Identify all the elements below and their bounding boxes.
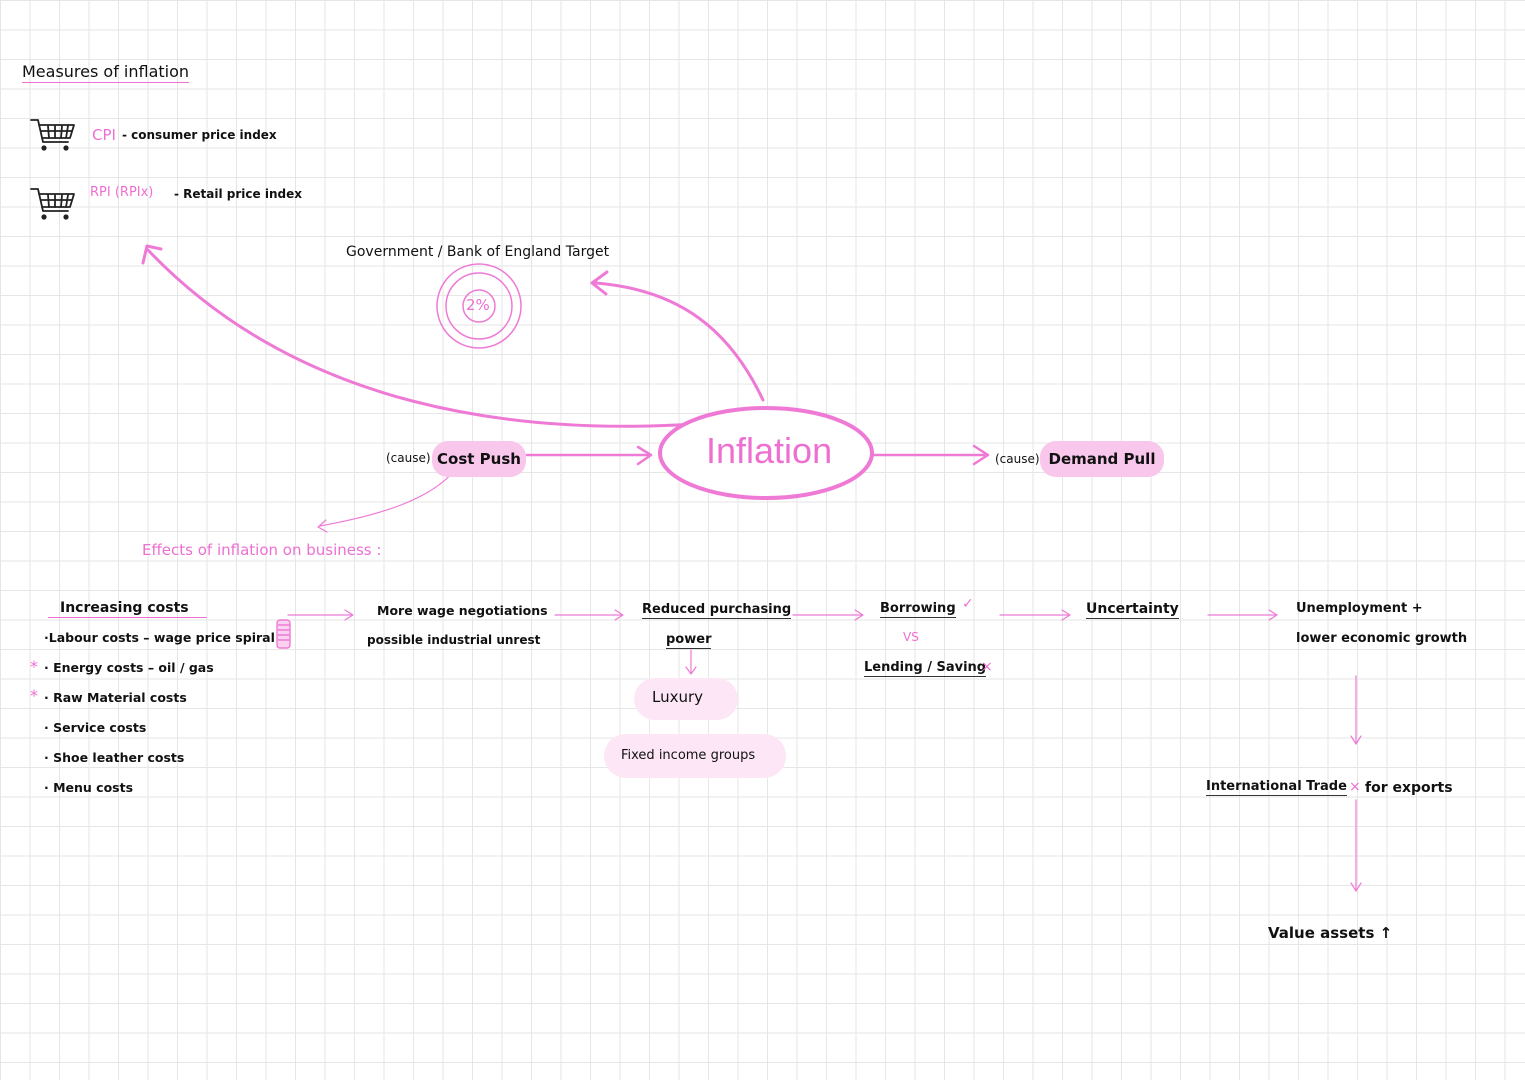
effects-title: Effects of inflation on business : [142, 541, 382, 559]
demand-pull-pill: Demand Pull [1040, 441, 1164, 477]
cost-item: ·Labour costs – wage price spiral [44, 630, 275, 645]
arrowhead-measures [141, 244, 163, 265]
arrow-costpush-effects [319, 469, 456, 527]
cross-icon: × [981, 659, 993, 675]
purchasing-line1: Reduced purchasing [642, 602, 792, 619]
check-icon: ✓ [962, 596, 974, 612]
fixed-income-highlight [604, 734, 786, 778]
cpi-abbr: CPI [92, 126, 116, 144]
rpi-desc: - Retail price index [174, 187, 302, 201]
cost-push-cause: (cause) [386, 451, 431, 465]
target-label: Government / Bank of England Target [346, 244, 610, 260]
borrowing-label: Borrowing [880, 601, 956, 618]
cost-item: · Menu costs [44, 780, 134, 795]
arrow-chain-5 [1207, 609, 1278, 621]
shopping-cart-icon [30, 188, 75, 220]
target-circles [436, 263, 522, 349]
arrow-chain-2 [554, 609, 624, 621]
inflation-ellipse [658, 406, 874, 500]
exports-label: for exports [1365, 780, 1453, 796]
wage-line2: possible industrial unrest [367, 633, 541, 647]
unemployment-line2: lower economic growth [1296, 631, 1468, 646]
rpi-abbr: RPI (RPIx) [90, 185, 154, 200]
arrowhead-demandpull [972, 444, 990, 466]
star-mark: * [30, 686, 38, 705]
fixed-income-label: Fixed income groups [621, 748, 756, 763]
star-mark: * [30, 657, 38, 676]
cost-item: · Raw Material costs [44, 690, 187, 705]
inflation-title: Inflation [706, 430, 833, 471]
cross-icon: × [1349, 779, 1361, 795]
vs-label: VS [903, 630, 919, 644]
arrow-power-luxury [685, 649, 697, 675]
target-value: 2% [466, 296, 490, 314]
arrow-unemployment-trade [1350, 675, 1362, 745]
cost-item: · Energy costs – oil / gas [44, 660, 214, 675]
shopping-cart-icon [30, 119, 75, 151]
increasing-costs-title: Increasing costs [48, 600, 207, 618]
demand-pull-cause: (cause) [995, 452, 1040, 466]
luxury-highlight [634, 678, 738, 720]
cpi-desc: - consumer price index [122, 128, 277, 142]
arrowhead-target [590, 270, 609, 296]
luxury-label: Luxury [652, 688, 704, 706]
wage-line1: More wage negotiations [377, 603, 548, 618]
uncertainty-label: Uncertainty [1086, 601, 1179, 619]
arrow-chain-4 [999, 609, 1071, 621]
unemployment-line1: Unemployment + [1296, 601, 1423, 616]
cost-item: · Service costs [44, 720, 147, 735]
arrow-chain-1 [287, 609, 354, 621]
arrowhead-costpush [636, 445, 653, 466]
arrow-chain-3 [792, 609, 864, 621]
purchasing-line2: power [666, 632, 712, 649]
lending-saving-label: Lending / Saving [864, 660, 987, 677]
value-assets-label: Value assets ↑ [1268, 924, 1393, 942]
arrow-trade-assets [1350, 799, 1362, 892]
cost-push-pill: Cost Push [432, 441, 526, 477]
arrow-to-target [594, 281, 765, 402]
arrow-to-measures [146, 248, 697, 428]
arrowhead-effects [317, 519, 328, 533]
measures-title: Measures of inflation [22, 62, 190, 83]
trade-label: International Trade [1206, 779, 1347, 796]
spiral-doodle [276, 619, 291, 649]
cost-item: · Shoe leather costs [44, 750, 185, 765]
